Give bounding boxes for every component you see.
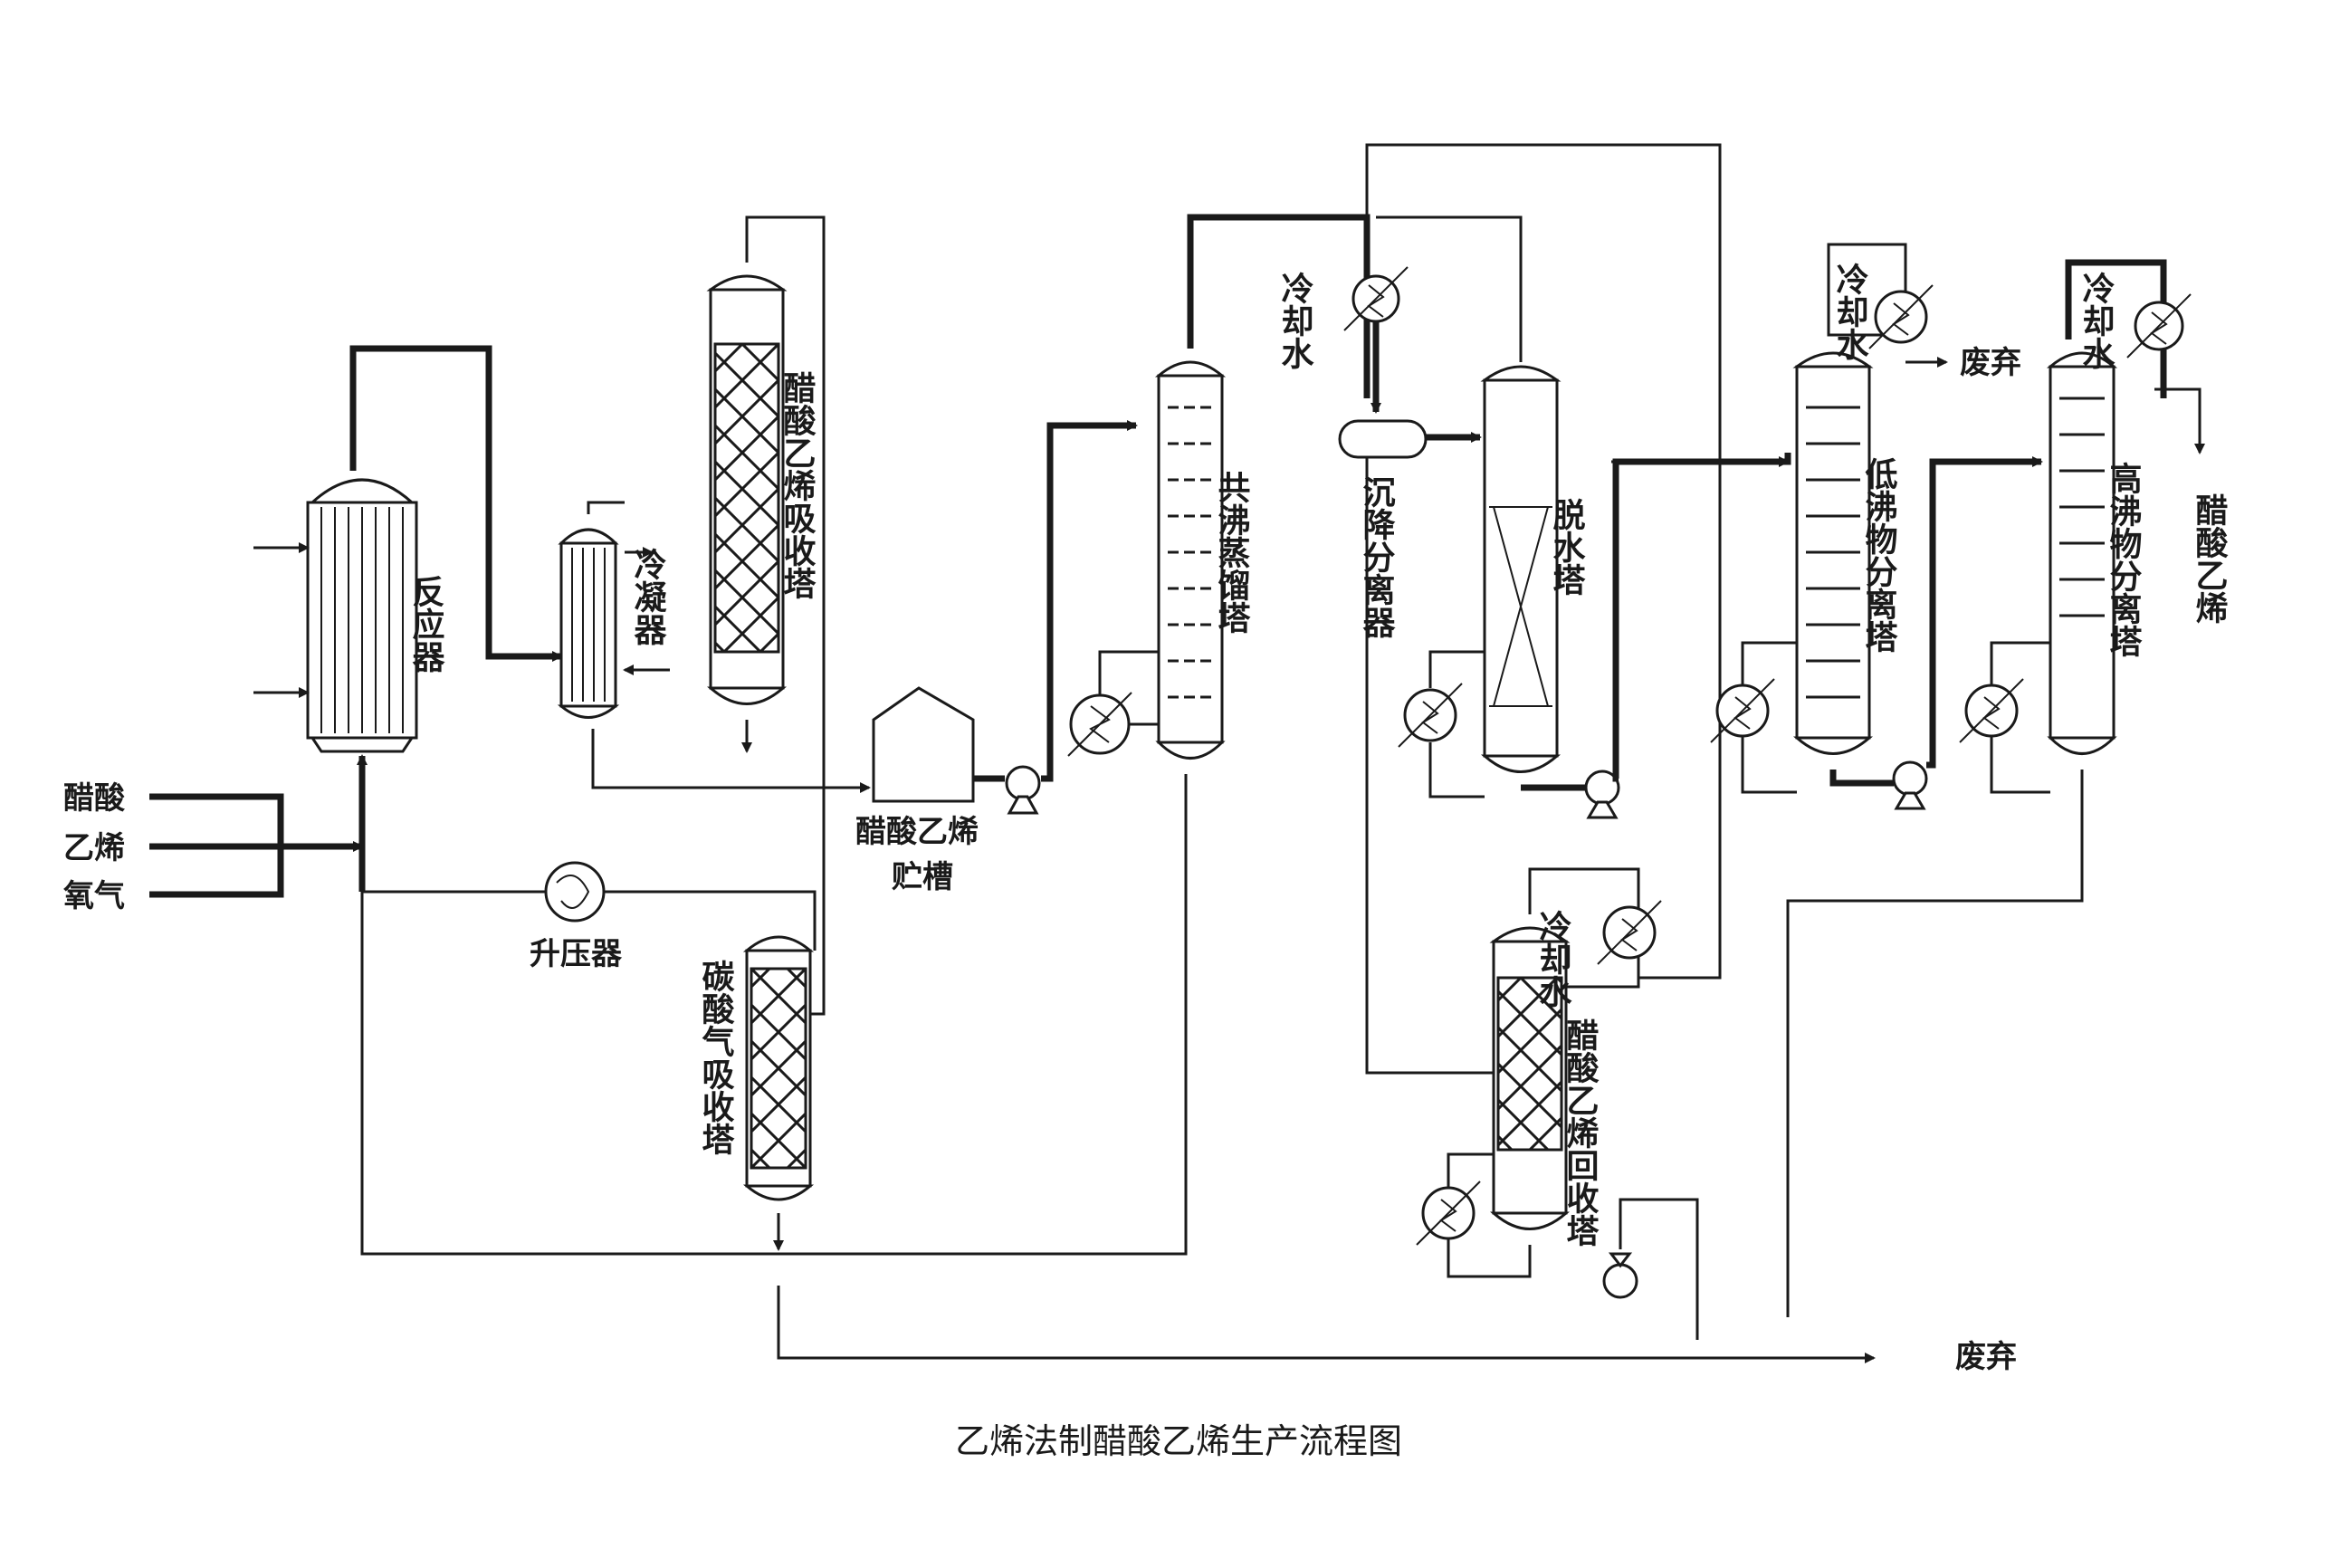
va-absorber-label: 醋酸乙烯吸收塔 — [778, 371, 817, 599]
reactor — [253, 478, 418, 753]
pump-4 — [1602, 1252, 1638, 1299]
diagram-caption: 乙烯法制醋酸乙烯生产流程图 — [955, 1421, 1402, 1461]
reboiler-1 — [1067, 650, 1160, 757]
co2-absorber-label: 碳酸气吸收塔 — [697, 960, 735, 1155]
overhead-cooler — [1343, 266, 1409, 331]
va-absorber — [706, 274, 788, 753]
storage-tank-label-1: 醋酸乙烯 — [855, 814, 979, 850]
high-boiler-column — [2046, 351, 2118, 755]
dehydration-column-label: 脱水塔 — [1548, 498, 1586, 596]
low-boiler-column — [1792, 351, 1874, 755]
azeotropic-column-label: 共沸蒸馏塔 — [1213, 471, 1251, 634]
cooling-water-label-2: 冷却水 — [1831, 263, 1869, 360]
condenser-label: 冷凝器 — [629, 548, 667, 645]
booster — [544, 861, 606, 923]
va-absorber-top-pipe — [745, 215, 826, 1016]
dehydration-column — [1480, 365, 1562, 773]
va-recovery-column-label: 醋酸乙烯回收塔 — [1562, 1018, 1600, 1247]
co2-absorber — [742, 935, 815, 1251]
reboiler-5 — [1416, 1152, 1532, 1278]
pump-1 — [1005, 765, 1041, 815]
waste-label-bottom: 废弃 — [1955, 1339, 2017, 1375]
reactor-outlet-pipe — [349, 345, 563, 662]
high-boiler-condenser — [2065, 259, 2192, 398]
feed-ethylene-label: 乙烯 — [63, 830, 125, 866]
booster-label: 升压器 — [530, 936, 623, 972]
low-boiler-condenser — [1827, 243, 1934, 349]
reboiler-3 — [1710, 641, 1797, 794]
cooling-water-label-1: 冷却水 — [1276, 272, 1314, 369]
cooling-water-label-3: 冷却水 — [2077, 272, 2116, 369]
waste-label-top: 废弃 — [1960, 345, 2021, 381]
feed-lines — [149, 754, 368, 898]
reboiler-4 — [1959, 641, 2050, 794]
storage-tank-label-2: 贮槽 — [892, 859, 953, 895]
reactor-label: 反应器 — [407, 575, 445, 673]
cooling-water-label-4: 冷却水 — [1534, 910, 1572, 1008]
reboiler-2 — [1398, 650, 1485, 798]
condenser — [557, 528, 670, 719]
feed-acetic-acid-label: 醋酸 — [63, 780, 126, 817]
high-boiler-column-label: 高沸物分离塔 — [2105, 462, 2143, 657]
settler — [1338, 419, 1428, 459]
pump-3 — [1892, 760, 1928, 810]
azeotropic-column — [1154, 360, 1227, 760]
storage-tank — [872, 686, 975, 803]
feed-oxygen-label: 氧气 — [63, 878, 125, 914]
product-label: 醋酸乙烯 — [2191, 493, 2229, 624]
low-boiler-column-label: 低沸物分离塔 — [1860, 457, 1898, 653]
va-recovery-column — [1489, 867, 1640, 1230]
pump-2 — [1584, 770, 1620, 819]
settler-label: 沉降分离器 — [1358, 475, 1396, 638]
va-recovery-condenser — [1597, 900, 1662, 965]
